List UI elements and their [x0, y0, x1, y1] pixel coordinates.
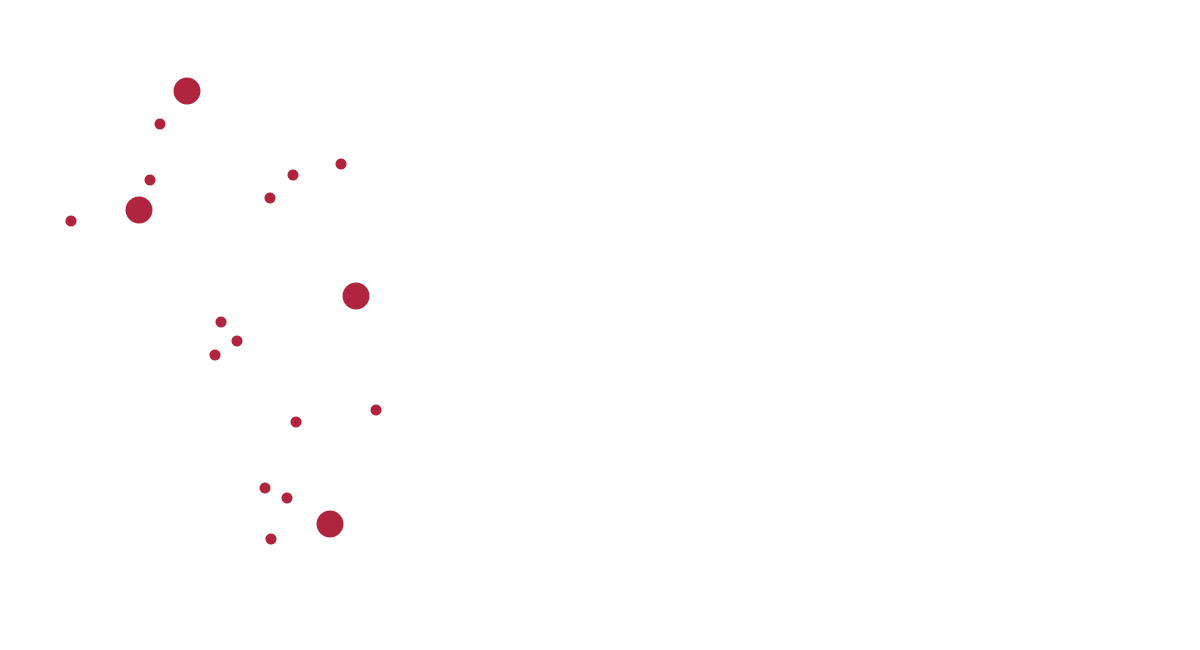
small-dot-10 [215, 316, 227, 328]
small-dot-18 [265, 533, 277, 545]
small-dot-15 [259, 482, 271, 494]
small-dot-3 [144, 174, 156, 186]
small-dot-16 [281, 492, 293, 504]
small-dot-12 [209, 349, 221, 361]
large-dot-17 [316, 510, 344, 538]
small-dot-7 [335, 158, 347, 170]
large-dot-4 [125, 196, 153, 224]
small-dot-5 [65, 215, 77, 227]
small-dot-14 [290, 416, 302, 428]
small-dot-11 [231, 335, 243, 347]
small-dot-6 [287, 169, 299, 181]
small-dot-2 [154, 118, 166, 130]
large-dot-9 [342, 282, 370, 310]
small-dot-8 [264, 192, 276, 204]
large-dot-1 [173, 77, 201, 105]
small-dot-13 [370, 404, 382, 416]
